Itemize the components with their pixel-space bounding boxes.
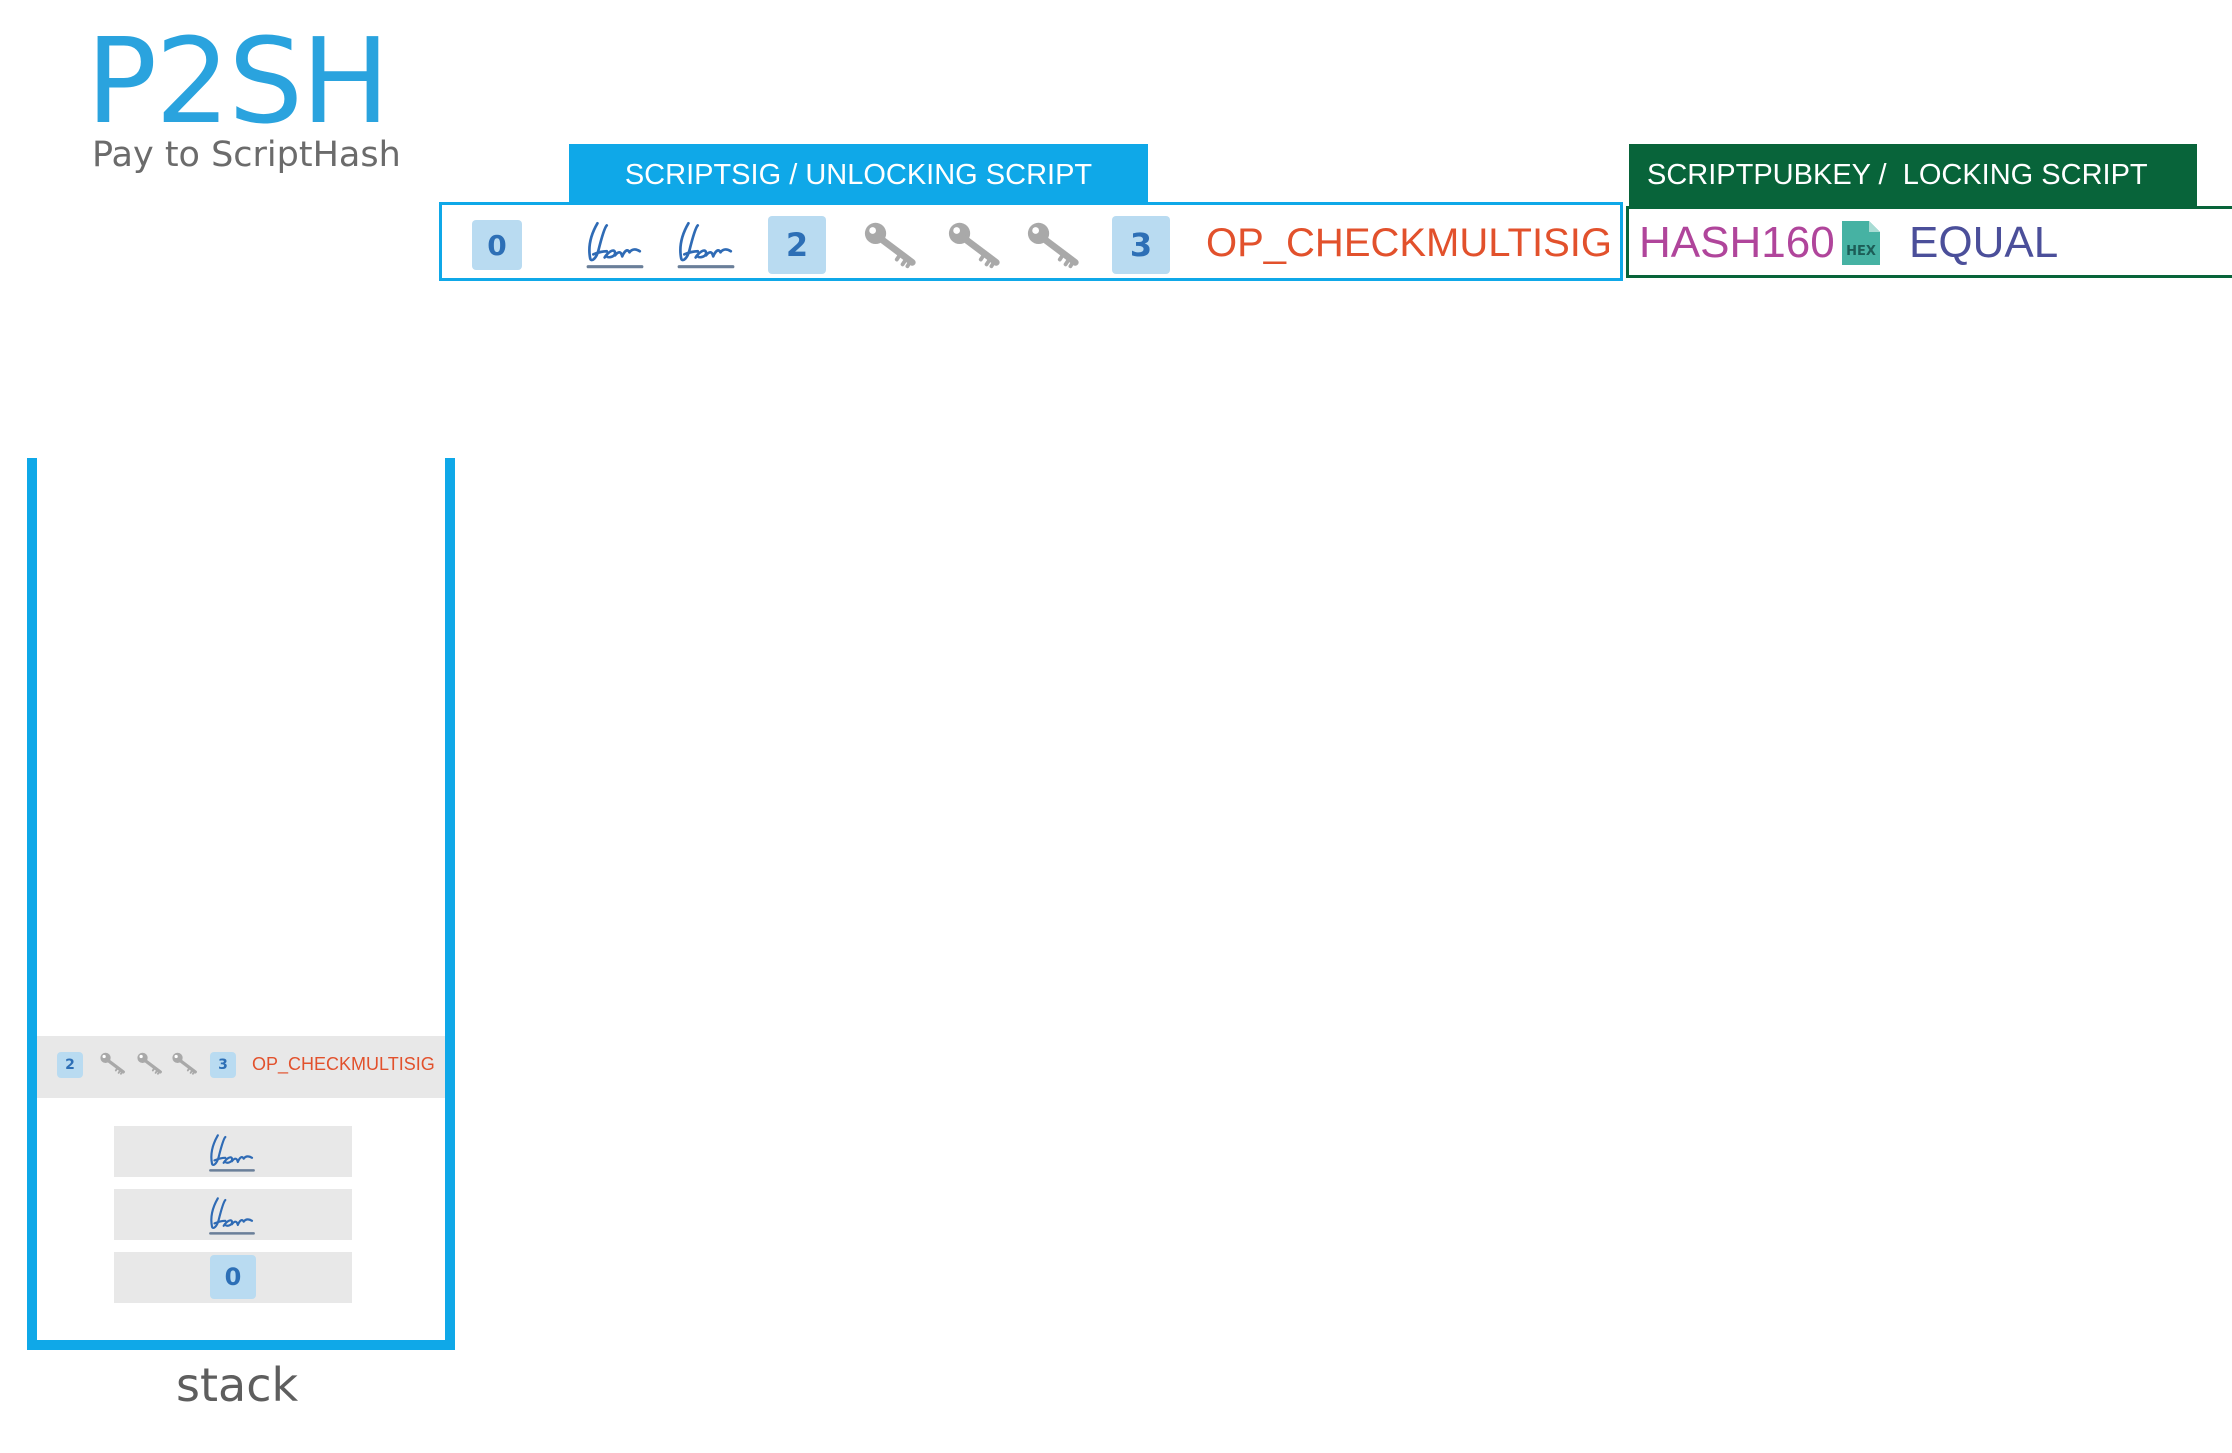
signature-icon <box>207 1193 257 1237</box>
stack-item-redeem-script: 2 3 OP_CHECKMULTISIG <box>37 1036 445 1098</box>
scriptpubkey-header: SCRIPTPUBKEY / LOCKING SCRIPT <box>1629 144 2197 206</box>
key-icon <box>136 1051 164 1076</box>
opcode-checkmultisig: OP_CHECKMULTISIG <box>1206 221 1612 265</box>
key-icon <box>946 219 1004 271</box>
scriptsig-row: 0 2 3 OP_CHECKMULTISIG <box>439 202 1623 281</box>
stack-label: stack <box>176 1358 299 1412</box>
stack-container: 2 3 OP_CHECKMULTISIG 0 <box>27 458 455 1350</box>
signature-icon <box>675 217 737 271</box>
page-title: P2SH <box>86 12 390 150</box>
stack-item-zero: 0 <box>114 1252 352 1303</box>
number-badge-three: 3 <box>210 1052 236 1078</box>
stack-item-signature <box>114 1126 352 1177</box>
svg-text:HEX: HEX <box>1846 244 1876 259</box>
signature-icon <box>584 217 646 271</box>
key-icon <box>862 219 920 271</box>
key-icon <box>99 1051 127 1076</box>
stack-item-signature <box>114 1189 352 1240</box>
scriptsig-header: SCRIPTSIG / UNLOCKING SCRIPT <box>569 144 1148 206</box>
opcode-hash160: HASH160 <box>1639 218 1835 267</box>
hex-file-icon: HEX <box>1842 221 1880 265</box>
number-badge-three: 3 <box>1112 216 1170 274</box>
opcode-checkmultisig: OP_CHECKMULTISIG <box>252 1054 435 1074</box>
number-badge-two: 2 <box>768 216 826 274</box>
opcode-equal: EQUAL <box>1909 218 2059 267</box>
page-subtitle: Pay to ScriptHash <box>92 135 401 175</box>
number-badge-zero: 0 <box>472 220 522 270</box>
key-icon <box>1025 219 1083 271</box>
scriptpubkey-row: HASH160 HEX EQUAL <box>1626 206 2232 278</box>
number-badge-two: 2 <box>57 1052 83 1078</box>
key-icon <box>171 1051 199 1076</box>
number-badge-zero: 0 <box>210 1255 256 1299</box>
signature-icon <box>207 1130 257 1174</box>
